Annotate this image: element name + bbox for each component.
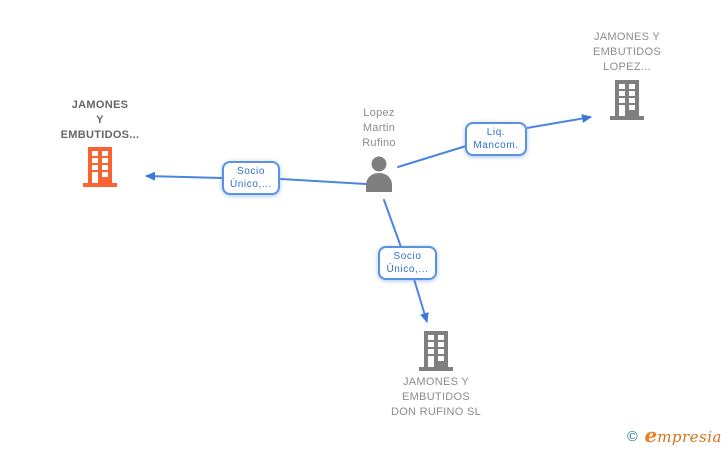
edge-label-line: Socio [236, 166, 265, 177]
edge-person-to-bottom-label [383, 199, 402, 248]
brand-text: mpresia [657, 428, 722, 446]
company-node-jamones-embutidos-lopez[interactable]: JAMONES Y EMBUTIDOS LOPEZ... [566, 30, 688, 120]
edge-label-line: Único,... [386, 264, 429, 275]
person-name-line: Lopez [363, 107, 395, 119]
company-name: JAMONES Y EMBUTIDOS... [35, 98, 165, 143]
person-icon [366, 156, 392, 192]
edge-bottom-label-to-company-arrow [413, 278, 429, 323]
company-name-line: JAMONES Y [593, 31, 661, 43]
empresia-logo[interactable]: © empresia [625, 423, 722, 447]
edge-label-socio-unico-bottom[interactable]: Socio Único,... [378, 246, 437, 280]
edge-label-line: Mancom. [473, 140, 519, 151]
brand-initial: e [644, 423, 658, 447]
person-name: Lopez Martin Rufino [329, 106, 429, 151]
company-name-line: EMBUTIDOS [592, 46, 662, 58]
company-name-line: Y [96, 114, 104, 126]
company-name-line: LOPEZ... [603, 61, 651, 73]
edge-person-to-left-label [280, 178, 367, 185]
building-icon [83, 147, 117, 187]
person-node-lopez-martin-rufino[interactable]: Lopez Martin Rufino [329, 106, 429, 192]
company-name-line: EMBUTIDOS [401, 391, 471, 403]
company-name: JAMONES Y EMBUTIDOS LOPEZ... [566, 30, 688, 75]
person-name-line: Martin [362, 122, 396, 134]
edge-person-to-right-label [397, 145, 467, 168]
building-icon [419, 331, 453, 371]
company-node-jamones-embutidos[interactable]: JAMONES Y EMBUTIDOS... [35, 98, 165, 187]
edge-label-liq-mancom[interactable]: Liq. Mancom. [465, 122, 527, 156]
company-name-line: JAMONES Y [402, 376, 470, 388]
edge-label-socio-unico-left[interactable]: Socio Único,... [222, 161, 280, 195]
person-name-line: Rufino [362, 137, 396, 149]
company-name: JAMONES Y EMBUTIDOS DON RUFINO SL [375, 375, 497, 420]
company-node-jamones-embutidos-don-rufino[interactable]: JAMONES Y EMBUTIDOS DON RUFINO SL [375, 331, 497, 420]
building-icon [610, 80, 644, 120]
edge-left-label-to-company-arrow [145, 171, 223, 181]
edge-label-line: Liq. [486, 127, 506, 138]
copyright-icon: © [625, 429, 640, 445]
company-name-line: EMBUTIDOS... [60, 129, 140, 141]
company-name-line: JAMONES [71, 99, 129, 111]
edge-right-label-to-company-arrow [526, 114, 592, 129]
company-name-line: DON RUFINO SL [390, 406, 482, 418]
edge-label-line: Único,... [229, 179, 273, 190]
edge-label-line: Socio [393, 251, 422, 262]
